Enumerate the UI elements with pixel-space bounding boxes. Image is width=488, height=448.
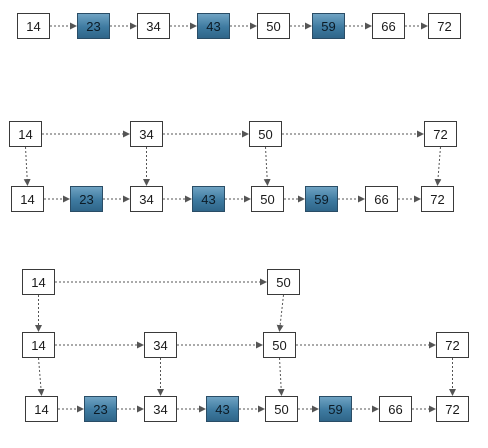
connector-layer — [23, 22, 456, 413]
list-node: 66 — [365, 186, 398, 212]
list-node: 23 — [77, 13, 110, 39]
list-node: 50 — [251, 186, 284, 212]
list-node: 43 — [197, 13, 230, 39]
list-node: 23 — [70, 186, 103, 212]
list-node: 43 — [206, 396, 239, 422]
list-node: 14 — [11, 186, 44, 212]
list-node: 72 — [421, 186, 454, 212]
list-node: 14 — [17, 13, 50, 39]
list-node: 50 — [265, 396, 298, 422]
list-node: 50 — [249, 121, 282, 147]
list-node: 34 — [144, 332, 177, 358]
list-node: 14 — [25, 396, 58, 422]
list-node: 14 — [22, 269, 55, 295]
list-node: 14 — [9, 121, 42, 147]
list-node: 34 — [144, 396, 177, 422]
list-node: 23 — [84, 396, 117, 422]
list-node: 50 — [257, 13, 290, 39]
list-node: 72 — [436, 396, 469, 422]
list-node: 72 — [424, 121, 457, 147]
list-node: 66 — [379, 396, 412, 422]
list-node: 34 — [137, 13, 170, 39]
list-node: 43 — [192, 186, 225, 212]
list-node: 34 — [130, 186, 163, 212]
list-node: 14 — [22, 332, 55, 358]
list-node: 59 — [305, 186, 338, 212]
list-node: 59 — [319, 396, 352, 422]
list-node: 59 — [312, 13, 345, 39]
list-node: 72 — [428, 13, 461, 39]
list-node: 66 — [372, 13, 405, 39]
list-node: 50 — [267, 269, 300, 295]
list-node: 72 — [436, 332, 469, 358]
list-node: 50 — [263, 332, 296, 358]
list-node: 34 — [130, 121, 163, 147]
